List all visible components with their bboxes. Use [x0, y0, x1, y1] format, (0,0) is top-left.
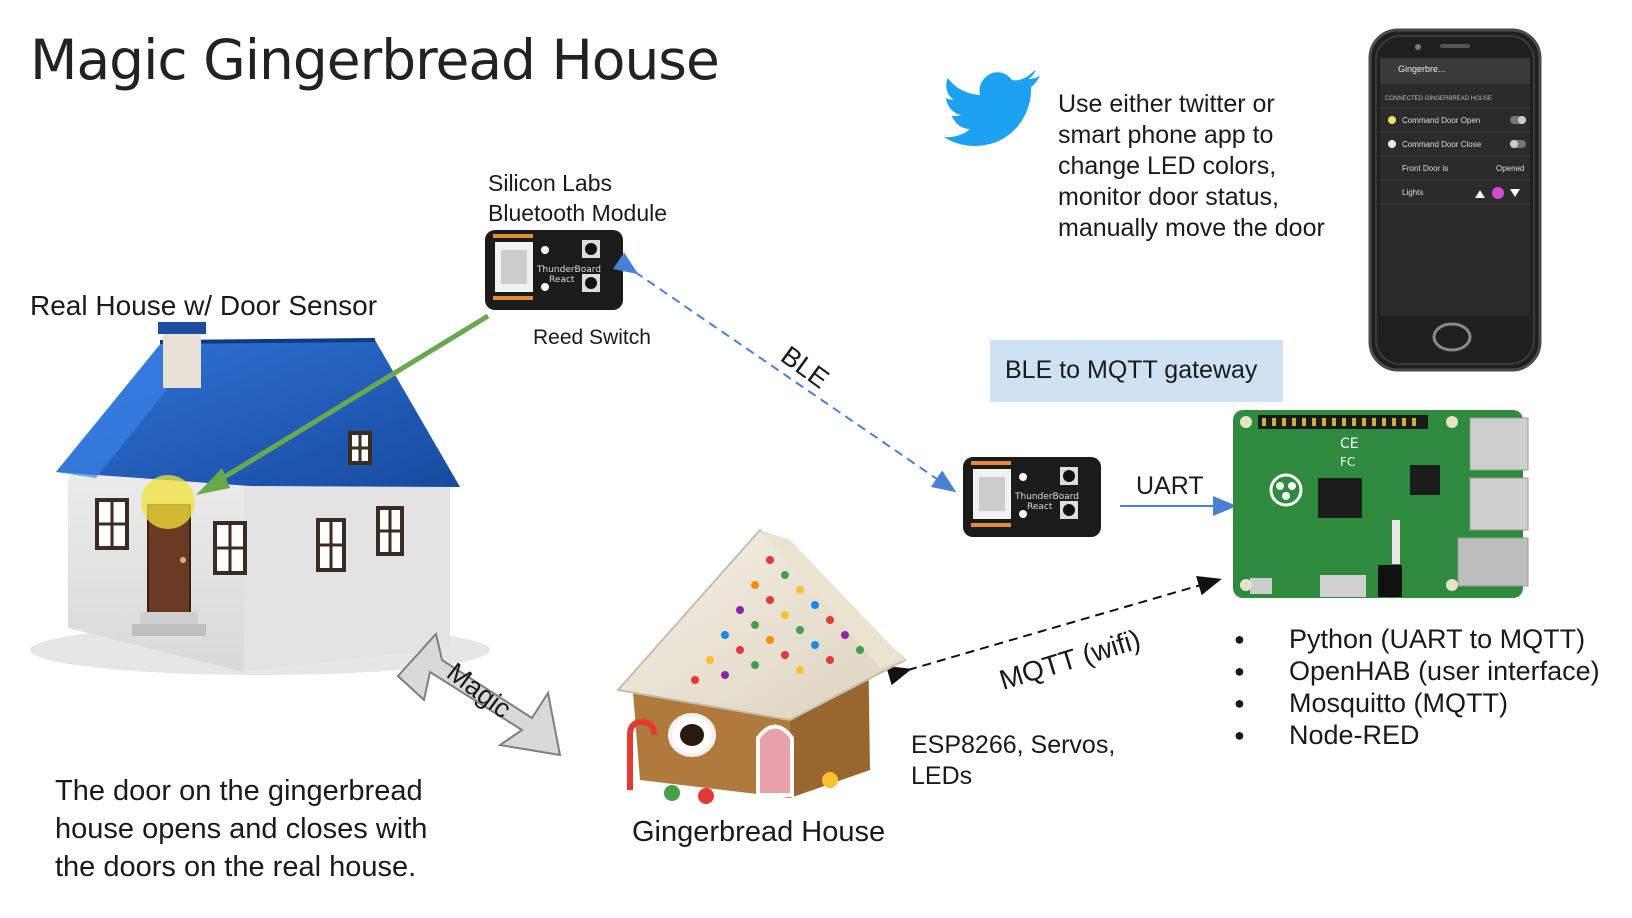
gingerbread-house-label: Gingerbread House: [632, 816, 886, 848]
magic-label: Magic: [441, 657, 517, 724]
twitter-icon: [944, 70, 1040, 146]
twitter-description: Use either twitter or smart phone app to…: [1058, 89, 1325, 244]
twitter-text-line: manually move the door: [1058, 214, 1325, 242]
esp-label: ESP8266, Servos, LEDs: [911, 730, 1115, 792]
smartphone-app-screenshot: Gingerbre... CONNECTED GINGERBREAD HOUSE…: [1368, 28, 1542, 372]
door-text-line: the doors on the real house.: [55, 851, 417, 883]
twitter-text-line: Use either twitter or: [1058, 90, 1275, 118]
phone-row-door-status: Front Door is: [1402, 164, 1448, 173]
svg-text:FC: FC: [1340, 455, 1355, 469]
phone-row-lights: Lights: [1402, 188, 1423, 197]
ble-link: [612, 252, 957, 493]
phone-row-door-open: Command Door Open: [1402, 116, 1480, 125]
board-label-2: React: [549, 275, 575, 285]
magic-double-arrow: [396, 631, 562, 757]
board-label-2: React: [1027, 502, 1053, 512]
mqtt-label: MQTT (wifi): [996, 623, 1144, 695]
phone-row-door-close: Command Door Close: [1402, 140, 1482, 149]
board-label-1: ThunderBoard: [1014, 492, 1079, 502]
esp-label-line2: LEDs: [911, 762, 973, 790]
twitter-text-line: smart phone app to: [1058, 121, 1274, 149]
silicon-labs-line1: Silicon Labs: [488, 170, 613, 196]
gingerbread-house-image: [616, 528, 907, 804]
list-item: OpenHAB (user interface): [1234, 655, 1600, 687]
phone-app-title: Gingerbre...: [1398, 64, 1446, 74]
esp-label-line1: ESP8266, Servos,: [911, 731, 1116, 759]
uart-label: UART: [1136, 472, 1204, 500]
list-item: Node-RED: [1234, 719, 1600, 751]
phone-row-door-status-value: Opened: [1496, 164, 1524, 173]
board-label-1: ThunderBoard: [536, 265, 601, 275]
sensor-arrow: [206, 313, 490, 490]
thunderboard-module-gateway: ThunderBoard React: [963, 457, 1101, 537]
door-description: The door on the gingerbread house opens …: [55, 772, 427, 886]
gateway-box: BLE to MQTT gateway: [990, 340, 1283, 402]
list-item: Mosquitto (MQTT): [1234, 687, 1600, 719]
silicon-labs-label: Silicon Labs Bluetooth Module: [488, 168, 667, 228]
gateway-label: BLE to MQTT gateway: [1005, 356, 1258, 384]
page-title: Magic Gingerbread House: [30, 28, 720, 92]
list-item: Python (UART to MQTT): [1234, 623, 1600, 655]
twitter-text-line: monitor door status,: [1058, 183, 1279, 211]
reed-switch-label: Reed Switch: [533, 326, 651, 349]
gateway-software-list: Python (UART to MQTT) OpenHAB (user inte…: [1234, 623, 1600, 751]
thunderboard-module-top: ThunderBoard React: [485, 230, 623, 310]
phone-section-header: CONNECTED GINGERBREAD HOUSE: [1385, 96, 1492, 102]
door-text-line: The door on the gingerbread: [55, 775, 423, 807]
raspberry-pi-board: CE FC: [1233, 410, 1529, 598]
door-text-line: house opens and closes with: [55, 813, 428, 845]
real-house-image: [30, 322, 490, 675]
mqtt-link: [886, 575, 1222, 686]
ble-label: BLE: [776, 340, 835, 394]
silicon-labs-line2: Bluetooth Module: [488, 200, 668, 226]
door-sensor-highlight: [141, 475, 195, 529]
twitter-text-line: change LED colors,: [1058, 152, 1277, 180]
svg-text:CE: CE: [1340, 436, 1359, 452]
real-house-label: Real House w/ Door Sensor: [30, 290, 378, 321]
